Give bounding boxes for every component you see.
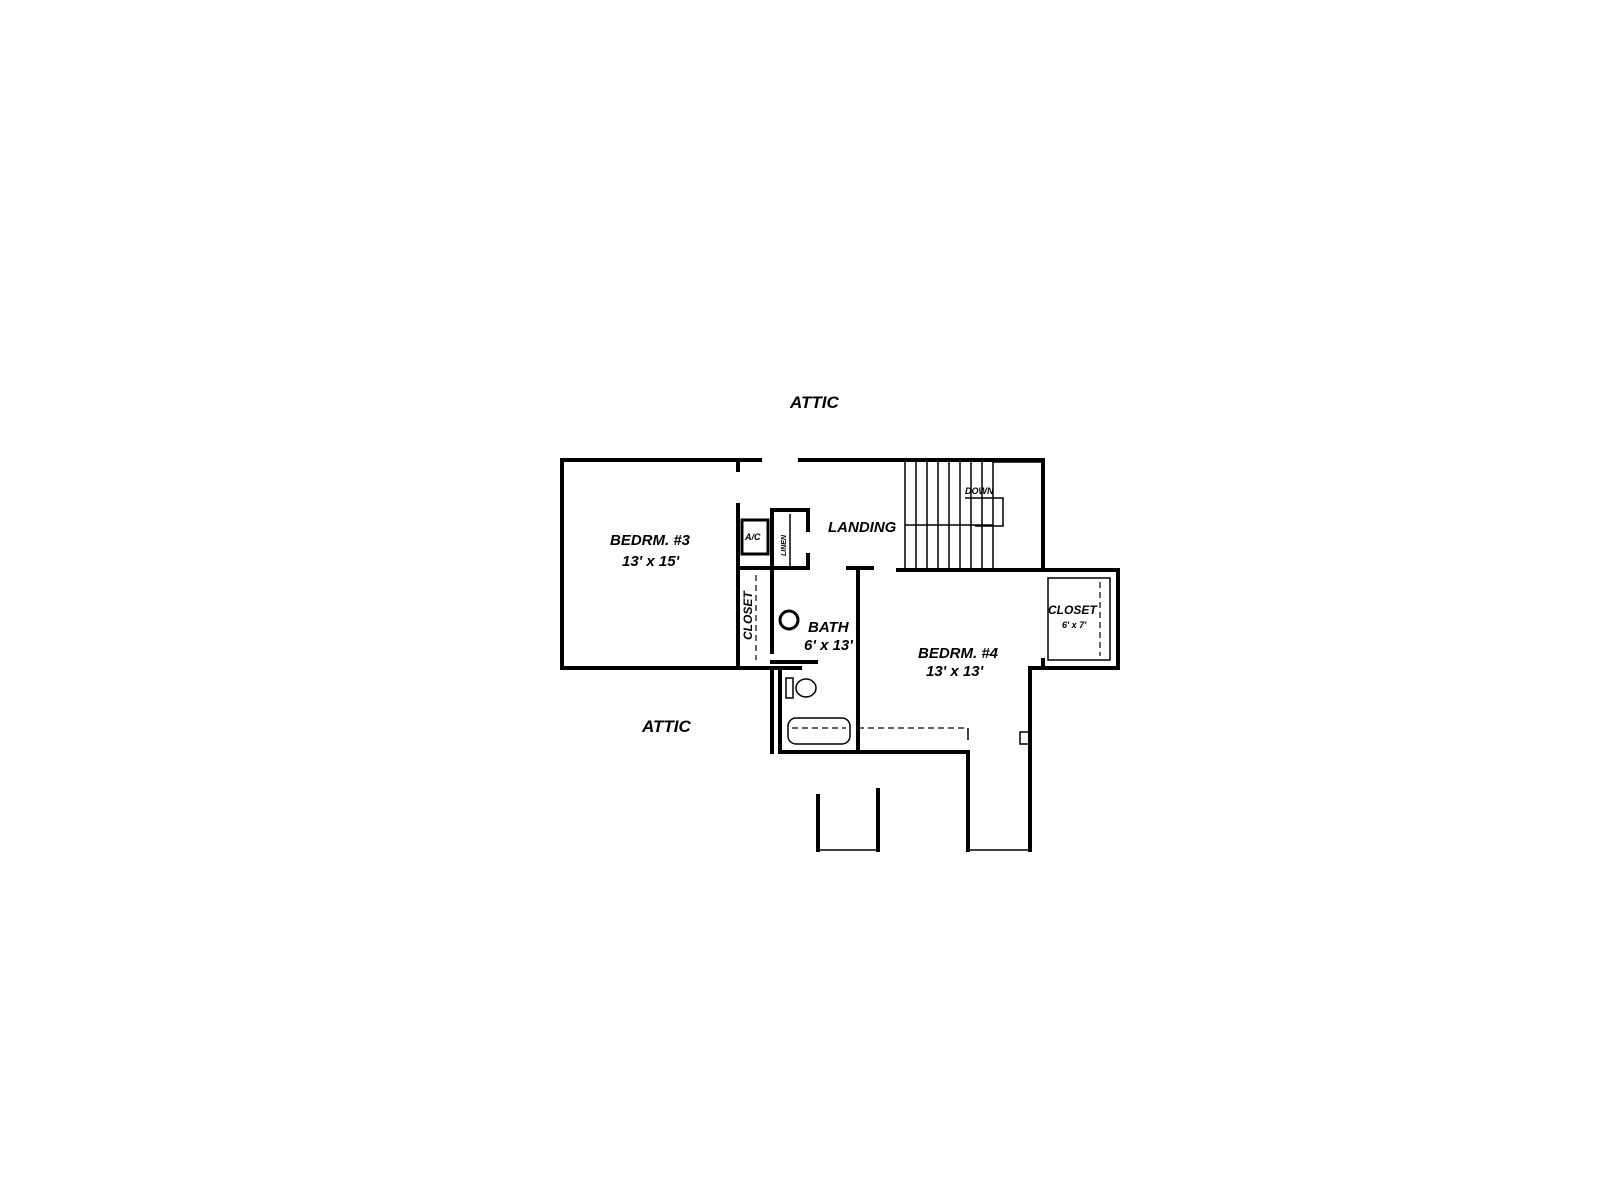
attic-bottom-label: ATTIC bbox=[641, 717, 692, 736]
bedroom4-size: 13' x 13' bbox=[926, 663, 984, 680]
attic-top-label: ATTIC bbox=[789, 393, 840, 412]
bedroom3-label: BEDRM. #3 bbox=[610, 532, 691, 549]
bath-label: BATH bbox=[808, 619, 850, 636]
landing-label: LANDING bbox=[828, 519, 897, 536]
bathtub-icon bbox=[787, 717, 851, 745]
bedroom4-label: BEDRM. #4 bbox=[918, 645, 999, 662]
closet-left-label: CLOSET bbox=[741, 590, 755, 640]
sink-icon bbox=[778, 609, 800, 631]
interior-walls bbox=[736, 458, 1111, 754]
ac-label: A/C bbox=[744, 532, 761, 542]
stairs bbox=[904, 461, 1043, 568]
toilet-icon bbox=[795, 678, 817, 698]
toilet-tank-icon bbox=[785, 677, 794, 699]
stairs-down-label: DOWN bbox=[965, 486, 994, 496]
exterior-walls bbox=[560, 458, 1120, 852]
bedroom3-size: 13' x 15' bbox=[622, 553, 680, 570]
linen-label: LINEN bbox=[781, 534, 788, 556]
closet-right-label: CLOSET bbox=[1048, 603, 1098, 617]
closet-right-size: 6' x 7' bbox=[1062, 620, 1087, 630]
bath-size: 6' x 13' bbox=[804, 637, 853, 654]
bath-fixtures bbox=[778, 609, 851, 745]
